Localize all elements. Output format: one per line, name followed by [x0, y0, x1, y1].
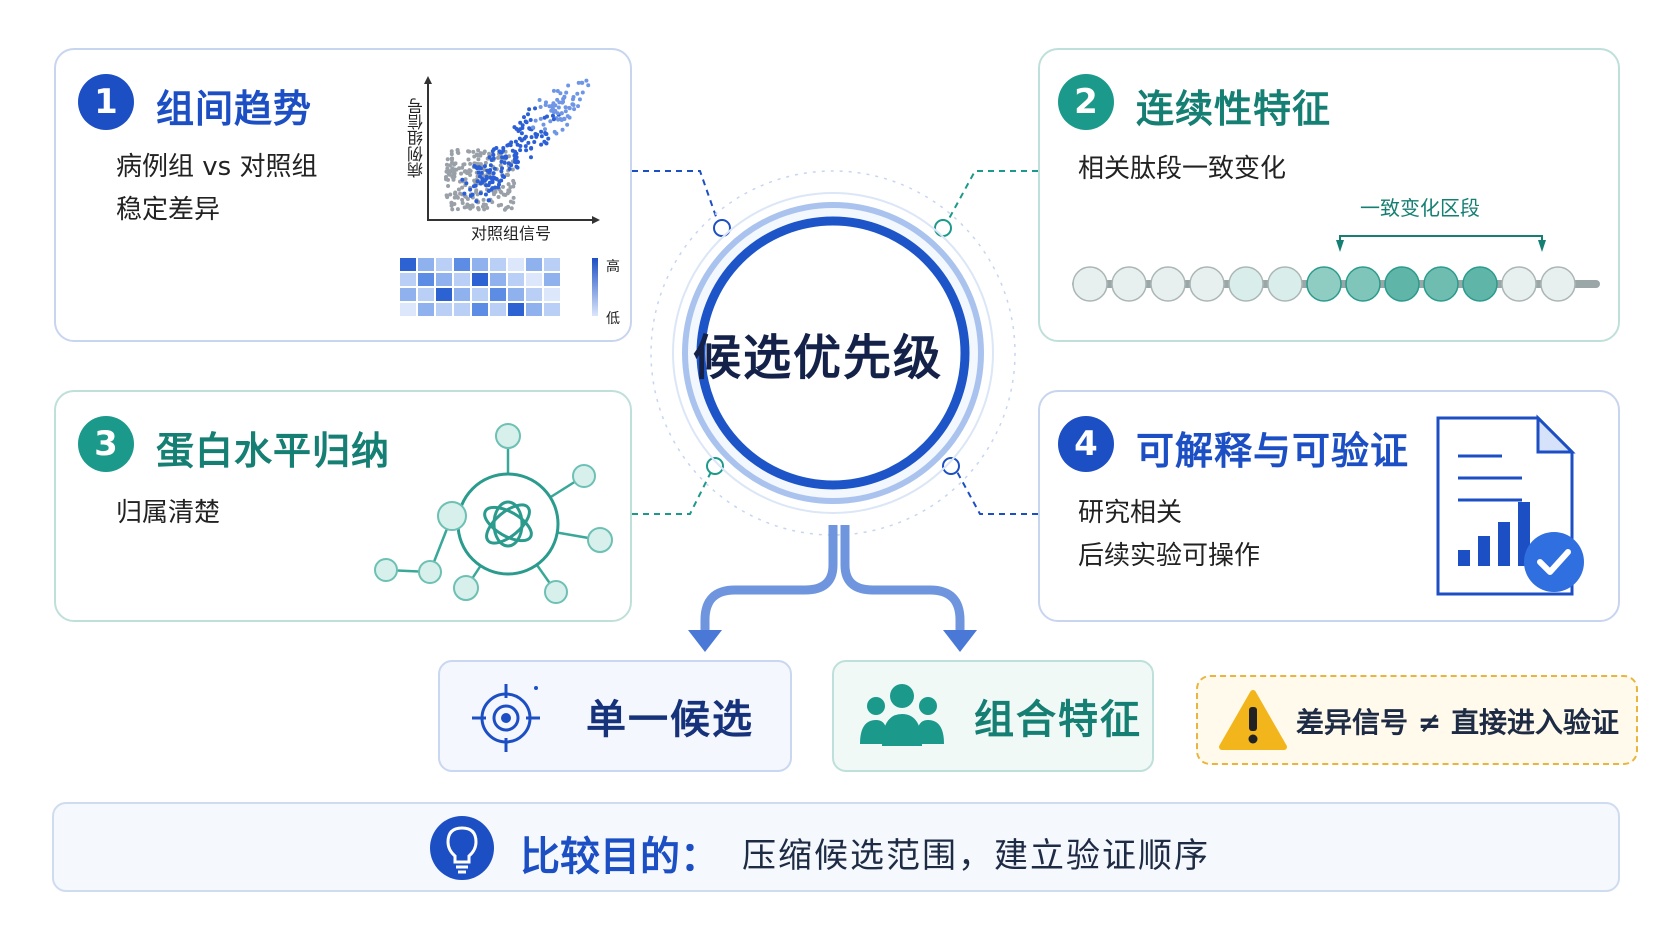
heatmap-high: 高 [606, 259, 620, 275]
scatter-ylabel: 病例组信号 [407, 98, 426, 178]
peptide-bead [1267, 266, 1303, 302]
target-icon [472, 684, 540, 752]
peptide-bead [1189, 266, 1225, 302]
connector-4 [954, 467, 1038, 515]
warning-text: 差异信号 ≠ 直接进入验证 [1296, 706, 1619, 739]
heatmap-icon [400, 258, 598, 316]
badge-1: 1 [78, 74, 134, 130]
card-verifiable: 4 可解释与可验证 研究相关 后续实验可操作 [1038, 390, 1620, 622]
peptide-bead [1306, 266, 1342, 302]
peptide-bead [1540, 266, 1576, 302]
peptide-bead [1345, 266, 1381, 302]
connector-3 [632, 467, 714, 515]
combined-feature-button[interactable]: 组合特征 [832, 660, 1154, 772]
bracket-label: 一致变化区段 [1360, 196, 1480, 220]
report-check-icon [1436, 414, 1584, 596]
card-2-title: 连续性特征 [1136, 87, 1332, 131]
warning-box: 差异信号 ≠ 直接进入验证 [1196, 675, 1638, 765]
peptide-bead [1384, 266, 1420, 302]
peptide-bead [1150, 266, 1186, 302]
scatter-xlabel: 对照组信号 [471, 224, 552, 243]
heatmap-low: 低 [606, 311, 620, 327]
card-3-title: 蛋白水平归纳 [156, 429, 391, 473]
single-candidate-button[interactable]: 单一候选 [438, 660, 792, 772]
peptide-bead [1423, 266, 1459, 302]
card-3-line-1: 归属清楚 [116, 498, 221, 528]
badge-2: 2 [1058, 74, 1114, 130]
group-icon [860, 684, 944, 746]
peptide-bead [1111, 266, 1147, 302]
goal-title: 比较目的： [520, 834, 720, 880]
goal-text: 压缩候选范围，建立验证顺序 [742, 836, 1210, 876]
scatter-plot-icon [424, 76, 600, 224]
card-1-title: 组间趋势 [156, 87, 313, 131]
single-candidate-label: 单一候选 [586, 697, 754, 743]
card-2-line-1: 相关肽段一致变化 [1078, 154, 1287, 184]
center-label: 候选优先级 [692, 330, 943, 386]
connector-2 [944, 170, 1038, 227]
warning-icon [1219, 690, 1287, 750]
peptide-bead [1072, 266, 1108, 302]
peptide-bead [1501, 266, 1537, 302]
card-group-trend: 1 组间趋势 病例组 vs 对照组 稳定差异 病例组信号 对照组信号 高 低 [54, 48, 632, 342]
arrow-left [700, 525, 838, 635]
goal-bar: 比较目的： 压缩候选范围，建立验证顺序 [52, 802, 1620, 892]
peptide-bead [1228, 266, 1264, 302]
lightbulb-icon [430, 816, 494, 880]
badge-4: 4 [1058, 416, 1114, 472]
arrow-right [840, 525, 965, 635]
protein-network-icon [374, 423, 613, 604]
card-continuity: 2 连续性特征 相关肽段一致变化 一致变化区段 [1038, 48, 1620, 342]
peptide-bead [1462, 266, 1498, 302]
connector-1 [632, 170, 721, 229]
card-1-line-1: 病例组 vs 对照组 [116, 152, 318, 182]
card-1-line-2: 稳定差异 [116, 195, 221, 225]
card-protein-level: 3 蛋白水平归纳 归属清楚 [54, 390, 632, 622]
card-4-line-1: 研究相关 [1078, 498, 1183, 528]
card-4-title: 可解释与可验证 [1136, 429, 1410, 473]
combined-feature-label: 组合特征 [974, 697, 1142, 743]
badge-3: 3 [78, 416, 134, 472]
card-4-line-2: 后续实验可操作 [1078, 541, 1261, 571]
peptide-chain-icon [1072, 235, 1600, 302]
